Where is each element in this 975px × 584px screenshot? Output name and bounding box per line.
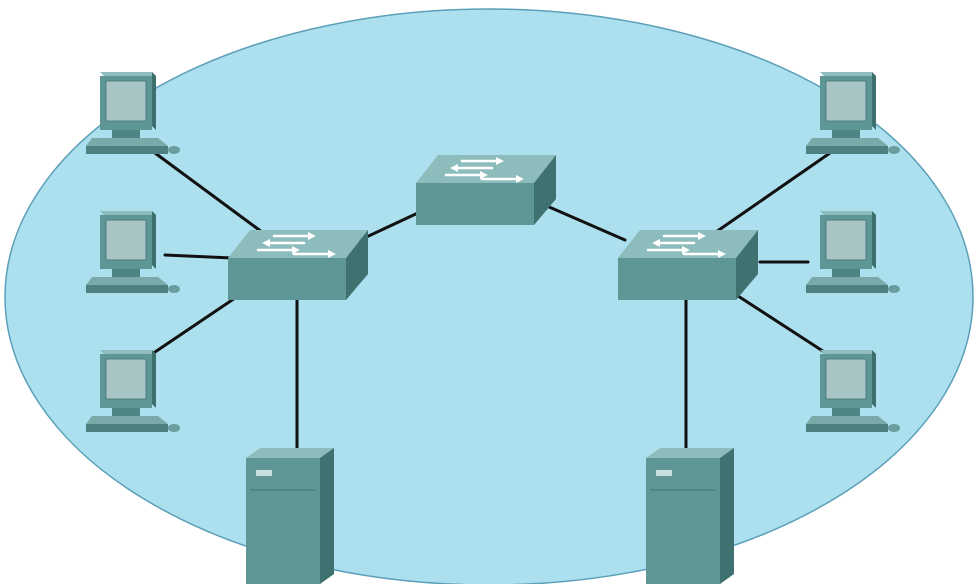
switch-icon (616, 228, 760, 302)
switch-icon (226, 228, 370, 302)
link-switch-left-switch-center (358, 210, 422, 242)
lan-region (4, 8, 974, 584)
server-icon (245, 447, 335, 584)
link-pc-left-2-switch-left (163, 253, 234, 260)
links (153, 151, 834, 452)
link-switch-center-switch-right (538, 201, 627, 242)
link-pc-left-3-switch-left (153, 294, 240, 354)
switch-icon (414, 153, 558, 227)
link-pc-left-1-switch-left (153, 151, 264, 234)
link-pc-right-3-switch-right (736, 294, 834, 359)
link-pc-right-1-switch-right (714, 151, 832, 234)
server-icon (645, 447, 735, 584)
